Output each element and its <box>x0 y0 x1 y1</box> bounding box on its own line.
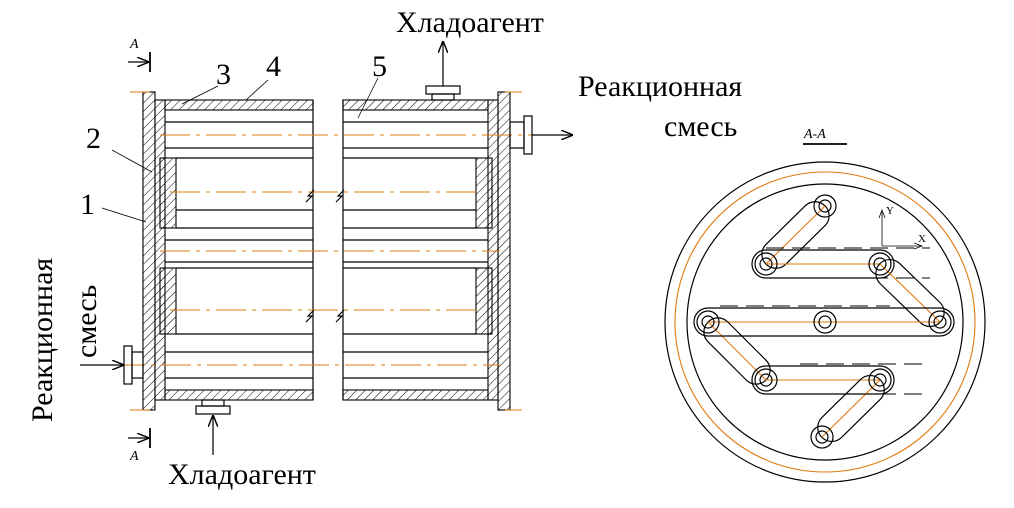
centerlines <box>115 91 540 411</box>
cross-section <box>664 143 986 483</box>
right-tube-sheet <box>487 99 499 401</box>
left-baffle-lower <box>159 267 177 335</box>
label-coolant-bottom: Хладоагент <box>168 458 316 491</box>
part-number-2: 2 <box>86 122 101 155</box>
label-mix-out-2: смесь <box>664 110 737 143</box>
shell-bottom-right <box>342 389 489 401</box>
part-number-5: 5 <box>372 50 387 83</box>
xy-axes <box>878 208 924 250</box>
left-tube-sheet <box>154 99 166 401</box>
label-mix-in-2: смесь <box>70 285 103 358</box>
axis-y-label: Y <box>886 205 894 217</box>
section-mark-bottom: А <box>129 449 139 464</box>
right-baffle-upper <box>475 157 493 229</box>
axis-x-label: X <box>918 233 926 245</box>
shell-bottom-left <box>164 389 314 401</box>
right-baffle-lower <box>475 267 493 335</box>
tubes <box>165 121 488 379</box>
left-baffle-upper <box>159 157 177 229</box>
left-flange <box>142 91 156 411</box>
coolant-outlet-nozzle <box>431 93 455 101</box>
coolant-inlet-nozzle <box>201 399 225 407</box>
hidden-links <box>720 247 930 395</box>
label-mix-out-1: Реакционная <box>578 70 742 103</box>
section-mark-top: А <box>129 37 139 52</box>
longitudinal-section <box>80 42 572 455</box>
part-number-1: 1 <box>80 188 95 221</box>
tube-links <box>693 201 955 443</box>
label-mix-in-1: Реакционная <box>26 258 59 422</box>
section-view-label: А-А <box>803 127 826 142</box>
tube-circles <box>696 194 952 449</box>
outer-shell <box>664 161 986 483</box>
part-number-4: 4 <box>266 50 281 83</box>
shell-centerline <box>674 171 976 473</box>
label-coolant-top: Хладоагент <box>396 6 544 39</box>
inner-shell <box>686 183 964 461</box>
part-number-3: 3 <box>216 58 231 91</box>
